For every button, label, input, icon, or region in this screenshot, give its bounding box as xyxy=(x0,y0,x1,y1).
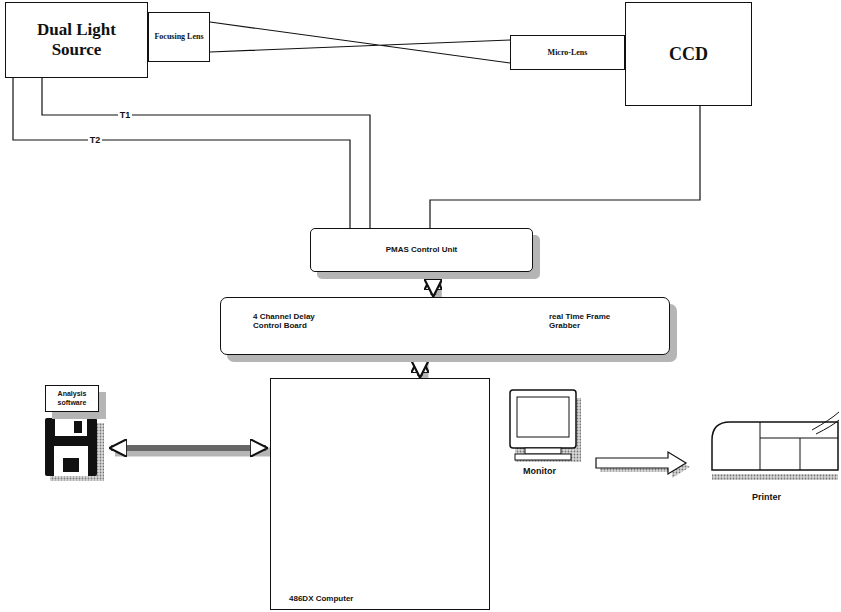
component-box: Dual Light Source xyxy=(5,2,148,78)
component-box: 486DX Computer xyxy=(270,378,490,610)
node-text: Micro-Lens xyxy=(548,48,588,57)
data-arrow xyxy=(417,357,423,376)
signal-label: T2 xyxy=(88,135,103,145)
node-text: PMAS Control Unit xyxy=(386,245,458,254)
control-box: 4 Channel Delay Control Board real Time F… xyxy=(220,297,670,355)
node-text: real Time Frame Grabber xyxy=(549,312,639,330)
node-text: Focusing Lens xyxy=(154,32,203,41)
component-box: Analysis software xyxy=(45,385,99,412)
data-arrow xyxy=(111,445,266,451)
signal-line xyxy=(210,22,510,63)
component-box: Micro-Lens xyxy=(510,35,625,70)
node-text: Analysis software xyxy=(49,390,95,406)
control-box: PMAS Control Unit xyxy=(310,228,533,272)
data-arrow xyxy=(430,274,436,295)
device-label: Monitor xyxy=(523,466,556,476)
device-label: Printer xyxy=(752,492,781,502)
signal-label: T1 xyxy=(118,110,133,120)
node-text: CCD xyxy=(669,44,708,65)
component-box: Focusing Lens xyxy=(148,12,210,62)
output-arrow xyxy=(596,452,690,478)
node-text: 486DX Computer xyxy=(289,594,353,603)
signal-line xyxy=(13,78,350,228)
floppy-disk-icon xyxy=(45,418,104,481)
node-text: Dual Light Source xyxy=(22,20,132,59)
component-box: CCD xyxy=(625,2,752,106)
signal-line xyxy=(42,78,370,228)
monitor-icon xyxy=(510,390,581,462)
printer-icon xyxy=(712,412,839,480)
node-text: 4 Channel Delay Control Board xyxy=(253,312,343,330)
signal-line xyxy=(430,106,700,228)
